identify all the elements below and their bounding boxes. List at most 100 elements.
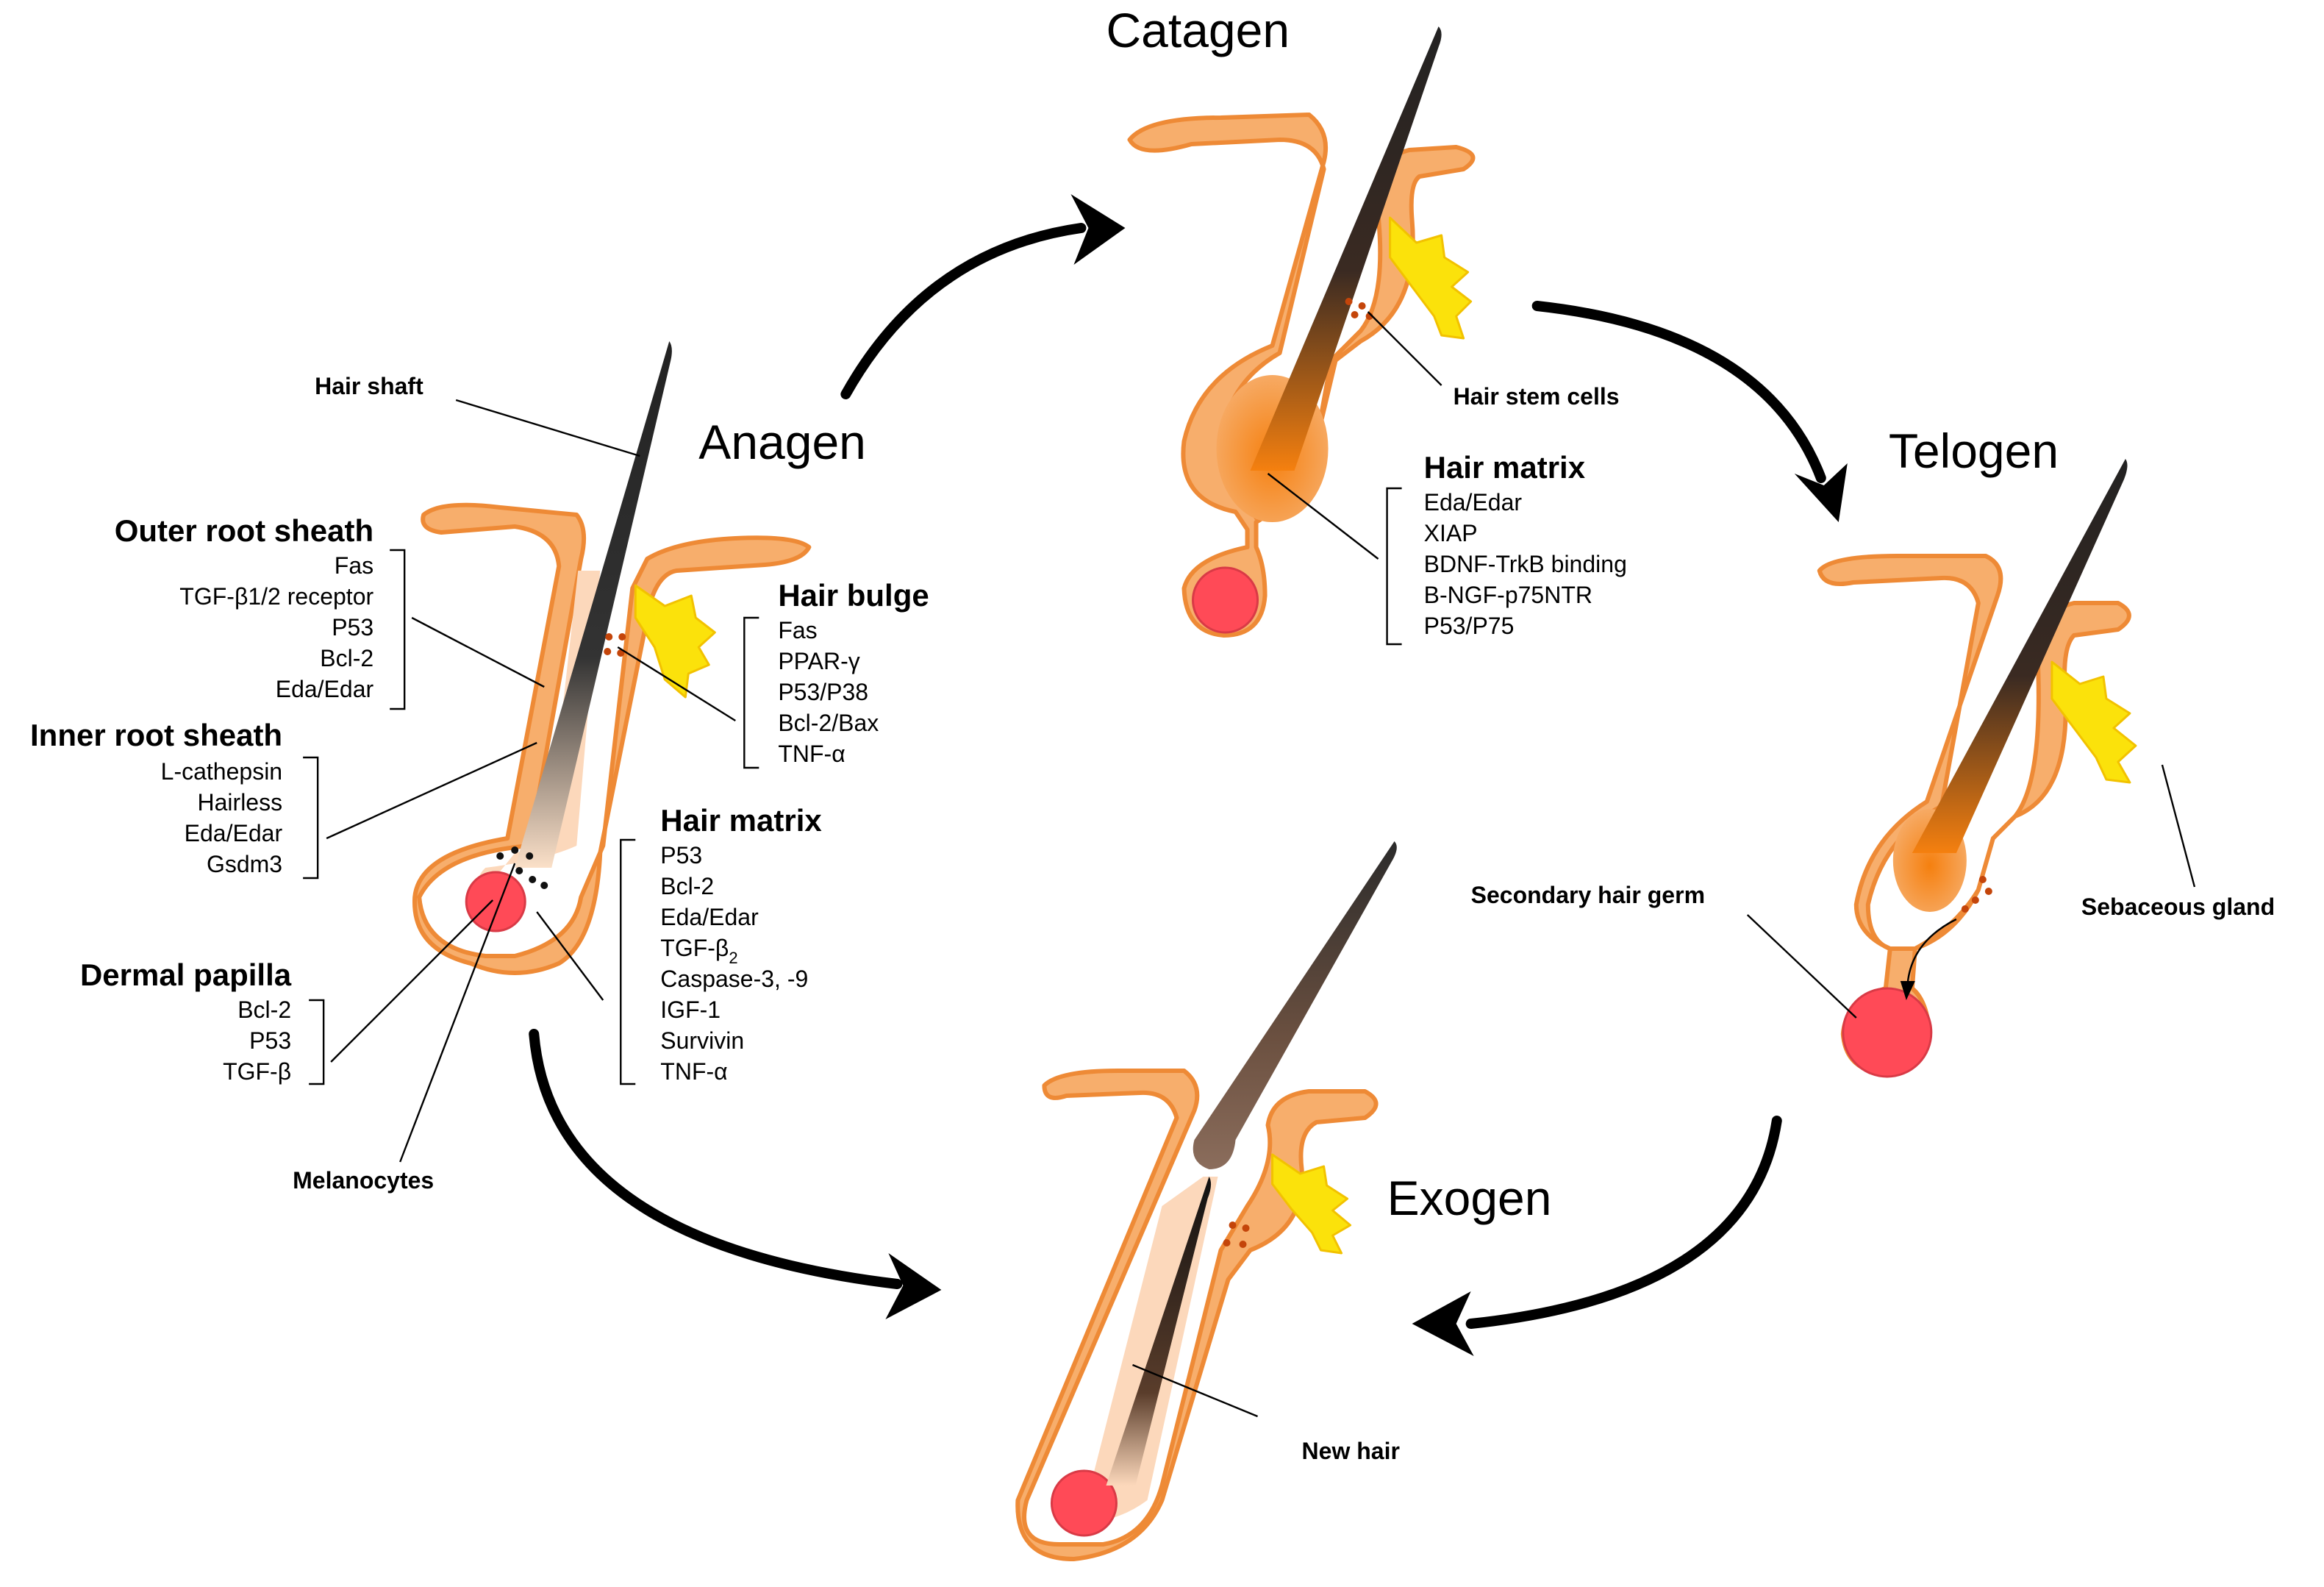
anagen-hair-matrix-item: Bcl-2	[660, 873, 714, 899]
hair-bulge-item: Fas	[778, 617, 817, 643]
arrow-catagen-to-telogen	[1531, 301, 1826, 483]
inner-root-sheath-leader	[326, 741, 537, 840]
anagen-hair-matrix-leader	[536, 911, 604, 1001]
exogen-sebaceous-gland	[1271, 1153, 1352, 1255]
catagen-dermal-papilla	[1192, 566, 1259, 634]
anagen-hair-matrix-heading: Hair matrix	[660, 803, 822, 838]
anagen-bulge-stem-cells	[604, 633, 626, 657]
new-hair-leader	[1132, 1363, 1258, 1418]
catagen-hair-matrix-item: XIAP	[1424, 520, 1478, 546]
telogen-secondary-hair-germ	[1842, 987, 1933, 1078]
hair-bulge-item: TNF-α	[778, 741, 845, 767]
anagen-skin-surface	[412, 502, 812, 975]
hair-bulge-bracket	[743, 616, 759, 769]
dermal-papilla-item: P53	[249, 1027, 291, 1054]
inner-root-sheath-item: Gsdm3	[207, 851, 282, 877]
stage-title-anagen: Anagen	[698, 415, 866, 469]
inner-root-sheath-item: L-cathepsin	[161, 758, 282, 785]
hair-bulge-item: PPAR-γ	[778, 648, 859, 674]
stage-title-telogen: Telogen	[1889, 424, 2059, 478]
dermal-papilla-item: Bcl-2	[237, 996, 291, 1023]
catagen-hair-matrix-bracket	[1386, 487, 1402, 646]
anagen-hair-matrix-item: Caspase-3, -9	[660, 966, 808, 992]
hair-bulge-item: P53/P38	[778, 679, 868, 705]
telogen-sebaceous-gland	[2051, 660, 2137, 784]
catagen-hair-matrix-leader	[1267, 473, 1379, 560]
dermal-papilla-leader	[330, 899, 494, 1063]
arrowhead-telogen	[1794, 463, 1848, 522]
inner-root-sheath-heading: Inner root sheath	[30, 718, 282, 752]
hair-bulge-list: Fas PPAR-γ P53/P38 Bcl-2/Bax TNF-α	[778, 617, 879, 767]
catagen-hair-matrix-item: P53/P75	[1424, 613, 1515, 639]
outer-root-sheath-leader	[411, 616, 545, 688]
catagen-hair-shaft	[1250, 26, 1442, 471]
catagen-hair-matrix-item: Eda/Edar	[1424, 489, 1523, 516]
anagen-hair-matrix-item: TGF-β2	[660, 935, 737, 967]
telogen-germ-path-head	[1900, 981, 1915, 1000]
hair-bulge-leader	[617, 646, 736, 722]
exogen-new-hair	[1106, 1177, 1212, 1486]
anagen-follicle	[412, 341, 812, 975]
catagen-hair-matrix-list: Eda/Edar XIAP BDNF-TrkB binding B-NGF-p7…	[1424, 489, 1627, 639]
sebaceous-gland-leader	[2161, 764, 2196, 888]
anagen-hair-matrix-item: IGF-1	[660, 996, 721, 1023]
anagen-hair-matrix-item: Eda/Edar	[660, 904, 759, 930]
melanocytes-leader	[399, 863, 516, 1163]
tgf-beta-subscript: 2	[729, 949, 737, 967]
hair-bulge-item: Bcl-2/Bax	[778, 710, 879, 736]
outer-root-sheath-heading: Outer root sheath	[115, 513, 373, 548]
inner-root-sheath-item: Eda/Edar	[185, 820, 283, 846]
hair-stem-cells-label: Hair stem cells	[1454, 383, 1620, 410]
dermal-papilla-list: Bcl-2 P53 TGF-β	[223, 996, 291, 1085]
outer-root-sheath-bracket	[390, 549, 406, 710]
outer-root-sheath-item: Fas	[335, 552, 373, 579]
new-hair-label: New hair	[1302, 1438, 1400, 1464]
anagen-hair-matrix-item: TNF-α	[660, 1058, 727, 1085]
hair-shaft-label: Hair shaft	[315, 373, 423, 399]
hair-bulge-heading: Hair bulge	[778, 578, 929, 613]
inner-root-sheath-bracket	[303, 756, 319, 880]
exogen-dermal-papilla	[1050, 1469, 1118, 1537]
telogen-stem-cells	[1961, 876, 1992, 913]
dermal-papilla-heading: Dermal papilla	[80, 957, 292, 992]
outer-root-sheath-item: P53	[332, 614, 373, 641]
stage-title-exogen: Exogen	[1387, 1171, 1552, 1225]
anagen-hair-matrix-bracket	[620, 838, 636, 1085]
dermal-papilla-item: TGF-β	[223, 1058, 291, 1085]
exogen-stem-cells	[1223, 1222, 1250, 1248]
hair-stem-cells-leader	[1367, 311, 1442, 386]
outer-root-sheath-list: Fas TGF-β1/2 receptor P53 Bcl-2 Eda/Edar	[179, 552, 373, 702]
catagen-sebaceous-gland	[1389, 216, 1473, 340]
arrow-telogen-to-exogen	[1465, 1116, 1782, 1329]
catagen-stem-cells	[1345, 298, 1373, 320]
anagen-sebaceous-gland	[634, 584, 716, 699]
arrow-anagen-to-exogen	[529, 1029, 903, 1289]
outer-root-sheath-item: Bcl-2	[320, 645, 373, 671]
outer-root-sheath-item: TGF-β1/2 receptor	[179, 583, 373, 610]
anagen-hair-shaft	[515, 341, 672, 868]
arrowhead-exogen-right	[1412, 1291, 1474, 1356]
arrow-anagen-to-catagen	[840, 223, 1087, 399]
catagen-hair-matrix-item: BDNF-TrkB binding	[1424, 551, 1627, 577]
telogen-follicle	[1817, 459, 2137, 1078]
catagen-follicle	[1127, 26, 1476, 638]
anagen-hair-matrix-list: P53 Bcl-2 Eda/Edar TGF-β2 Caspase-3, -9 …	[660, 842, 808, 1085]
arrowhead-catagen	[1070, 194, 1126, 265]
hair-shaft-leader	[455, 399, 640, 457]
anagen-inner-root-sheath	[478, 571, 601, 890]
anagen-dermal-papilla	[465, 871, 526, 932]
catagen-hair-matrix-heading: Hair matrix	[1424, 450, 1586, 485]
telogen-germ-path	[1906, 918, 1957, 983]
secondary-hair-germ-label: Secondary hair germ	[1471, 882, 1705, 908]
catagen-hair-matrix-item: B-NGF-p75NTR	[1424, 582, 1592, 608]
secondary-hair-germ-leader	[1746, 914, 1857, 1019]
inner-root-sheath-item: Hairless	[198, 789, 283, 816]
anagen-hair-matrix-item: P53	[660, 842, 702, 869]
sebaceous-gland-label: Sebaceous gland	[2081, 894, 2275, 920]
telogen-hair-shaft	[1912, 459, 2128, 853]
stage-title-catagen: Catagen	[1106, 3, 1290, 57]
arrowhead-exogen-left	[885, 1253, 942, 1319]
exogen-follicle	[1015, 841, 1397, 1561]
cycle-arrows	[529, 194, 1848, 1356]
